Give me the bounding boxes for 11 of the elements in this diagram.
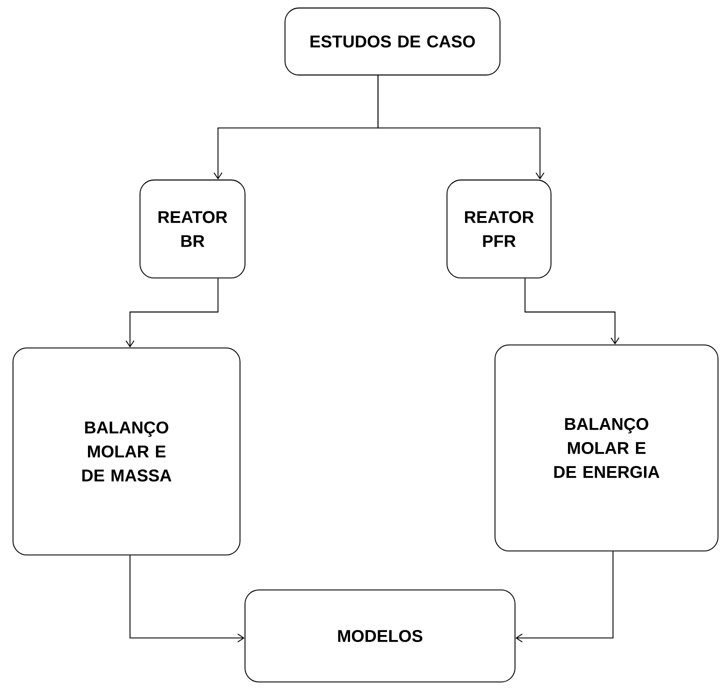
arrow <box>378 74 544 180</box>
arrow <box>126 278 218 348</box>
arrow <box>524 278 620 345</box>
arrow <box>515 550 614 642</box>
process-box: ESTUDOS DE CASO <box>284 8 500 76</box>
arrow <box>130 554 245 642</box>
process-box: MODELOS <box>244 590 516 682</box>
process-box: REATOR PFR <box>446 180 552 278</box>
process-box: BALANÇO MOLAR E DE MASSA <box>12 348 240 556</box>
process-box: BALANÇO MOLAR E DE ENERGIA <box>494 344 718 552</box>
process-box: REATOR BR <box>140 180 246 278</box>
